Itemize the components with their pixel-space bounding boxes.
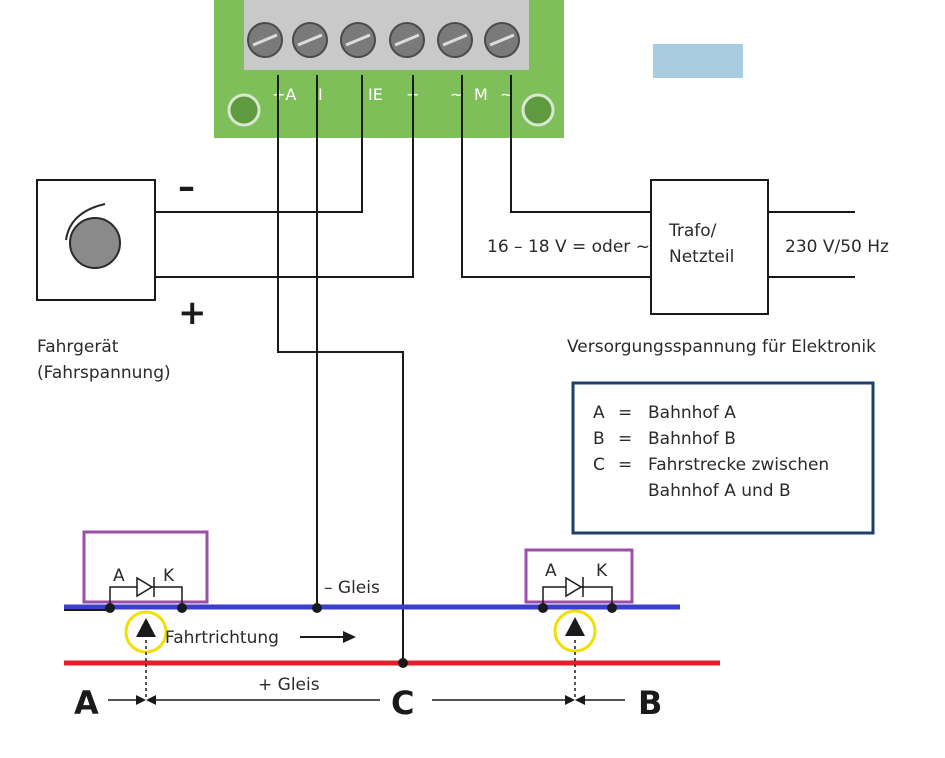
legend-box bbox=[571, 381, 875, 535]
legend: A = Bahnhof A B = Bahnhof B C = Fahrstre… bbox=[571, 381, 875, 535]
wire-minus-fahrgeraet bbox=[155, 75, 363, 213]
section-c-label: C bbox=[391, 684, 414, 722]
terminal-label-3: IE bbox=[368, 85, 383, 104]
terminal-label-2: I bbox=[318, 85, 323, 104]
sensor-left bbox=[124, 610, 168, 700]
legend-eq-b: = bbox=[618, 429, 632, 449]
rail-node bbox=[398, 658, 408, 668]
diode-box-right bbox=[524, 548, 634, 604]
rail-node bbox=[607, 603, 617, 613]
rail-node bbox=[538, 603, 548, 613]
knob-arc-icon bbox=[65, 203, 106, 241]
terminal-housing bbox=[244, 0, 529, 70]
diode-left: A K bbox=[82, 530, 209, 606]
rails: – Gleis + Gleis bbox=[64, 578, 720, 695]
section-a-label: A bbox=[74, 684, 99, 722]
diode-right: A K bbox=[524, 548, 634, 606]
sensor-ring-right bbox=[553, 609, 597, 653]
wires bbox=[155, 75, 855, 662]
plus-rail-label: + Gleis bbox=[258, 675, 320, 695]
plus-sign: + bbox=[178, 293, 207, 333]
knob-icon bbox=[69, 217, 121, 269]
legend-text-c2: Bahnhof A und B bbox=[648, 481, 791, 501]
diode-icon bbox=[136, 576, 154, 598]
mount-hole-right bbox=[521, 93, 555, 127]
trafo-box bbox=[650, 179, 769, 315]
direction-indicator: Fahrtrichtung bbox=[165, 628, 356, 648]
trafo-label-line1: Trafo/ bbox=[668, 221, 717, 241]
terminal-block: +A I IE + ~ M ~ bbox=[214, 0, 564, 138]
legend-text-b: Bahnhof B bbox=[648, 429, 736, 449]
wire-trafo-top bbox=[510, 75, 651, 213]
diode-box-left bbox=[82, 530, 209, 604]
diode-cathode-right: K bbox=[596, 561, 608, 581]
direction-label: Fahrtrichtung bbox=[165, 628, 279, 648]
mount-hole-left bbox=[227, 93, 261, 127]
rail-node bbox=[312, 603, 322, 613]
terminal-label-5: ~ bbox=[450, 85, 463, 104]
legend-key-c: C bbox=[593, 455, 605, 475]
sensor-right bbox=[553, 609, 597, 700]
trafo-label-line2: Netzteil bbox=[669, 247, 734, 267]
terminal-label-6: M bbox=[474, 85, 488, 104]
arrow-left-icon bbox=[146, 695, 156, 705]
minus-sign: – bbox=[178, 167, 195, 207]
legend-text-c: Fahrstrecke zwischen bbox=[648, 455, 829, 475]
diode-anode-right: A bbox=[545, 561, 557, 581]
section-markers: A C B bbox=[74, 684, 662, 722]
sensor-triangle-icon bbox=[136, 618, 156, 637]
terminal-label-1: +A bbox=[272, 85, 296, 104]
sensor-triangle-icon bbox=[565, 617, 585, 636]
diode-anode-left: A bbox=[113, 566, 125, 586]
trafo: Trafo/ Netzteil 16 – 18 V = oder ~ 230 V… bbox=[487, 179, 889, 357]
legend-eq-a: = bbox=[618, 403, 632, 423]
diode-icon bbox=[565, 576, 583, 598]
arrow-right-icon bbox=[565, 695, 575, 705]
blue-patch bbox=[653, 44, 743, 78]
wire-trafo-bottom bbox=[461, 75, 651, 278]
fahrgeraet-sub-label: (Fahrspannung) bbox=[37, 363, 171, 383]
fahrgeraet-label: Fahrgerät bbox=[37, 337, 119, 357]
input-voltage-label: 16 – 18 V = oder ~ bbox=[487, 237, 650, 257]
legend-text-a: Bahnhof A bbox=[648, 403, 736, 423]
mains-voltage-label: 230 V/50 Hz bbox=[785, 237, 889, 257]
fahrgeraet: – + Fahrgerät (Fahrspannung) bbox=[36, 167, 207, 383]
diode-cathode-left: K bbox=[163, 566, 175, 586]
supply-caption: Versorgungsspannung für Elektronik bbox=[567, 337, 876, 357]
wire-plus-fahrgeraet bbox=[155, 75, 414, 278]
terminal-screws bbox=[247, 22, 520, 58]
minus-rail-label: – Gleis bbox=[324, 578, 380, 598]
section-b-label: B bbox=[638, 684, 662, 722]
legend-key-a: A bbox=[593, 403, 605, 423]
arrow-left-icon bbox=[575, 695, 585, 705]
legend-key-b: B bbox=[593, 429, 605, 449]
arrow-right-icon bbox=[343, 631, 356, 643]
rail-node bbox=[177, 603, 187, 613]
rail-node bbox=[105, 603, 115, 613]
arrow-right-icon bbox=[136, 695, 146, 705]
wire-to-c bbox=[277, 75, 404, 662]
legend-eq-c: = bbox=[618, 455, 632, 475]
